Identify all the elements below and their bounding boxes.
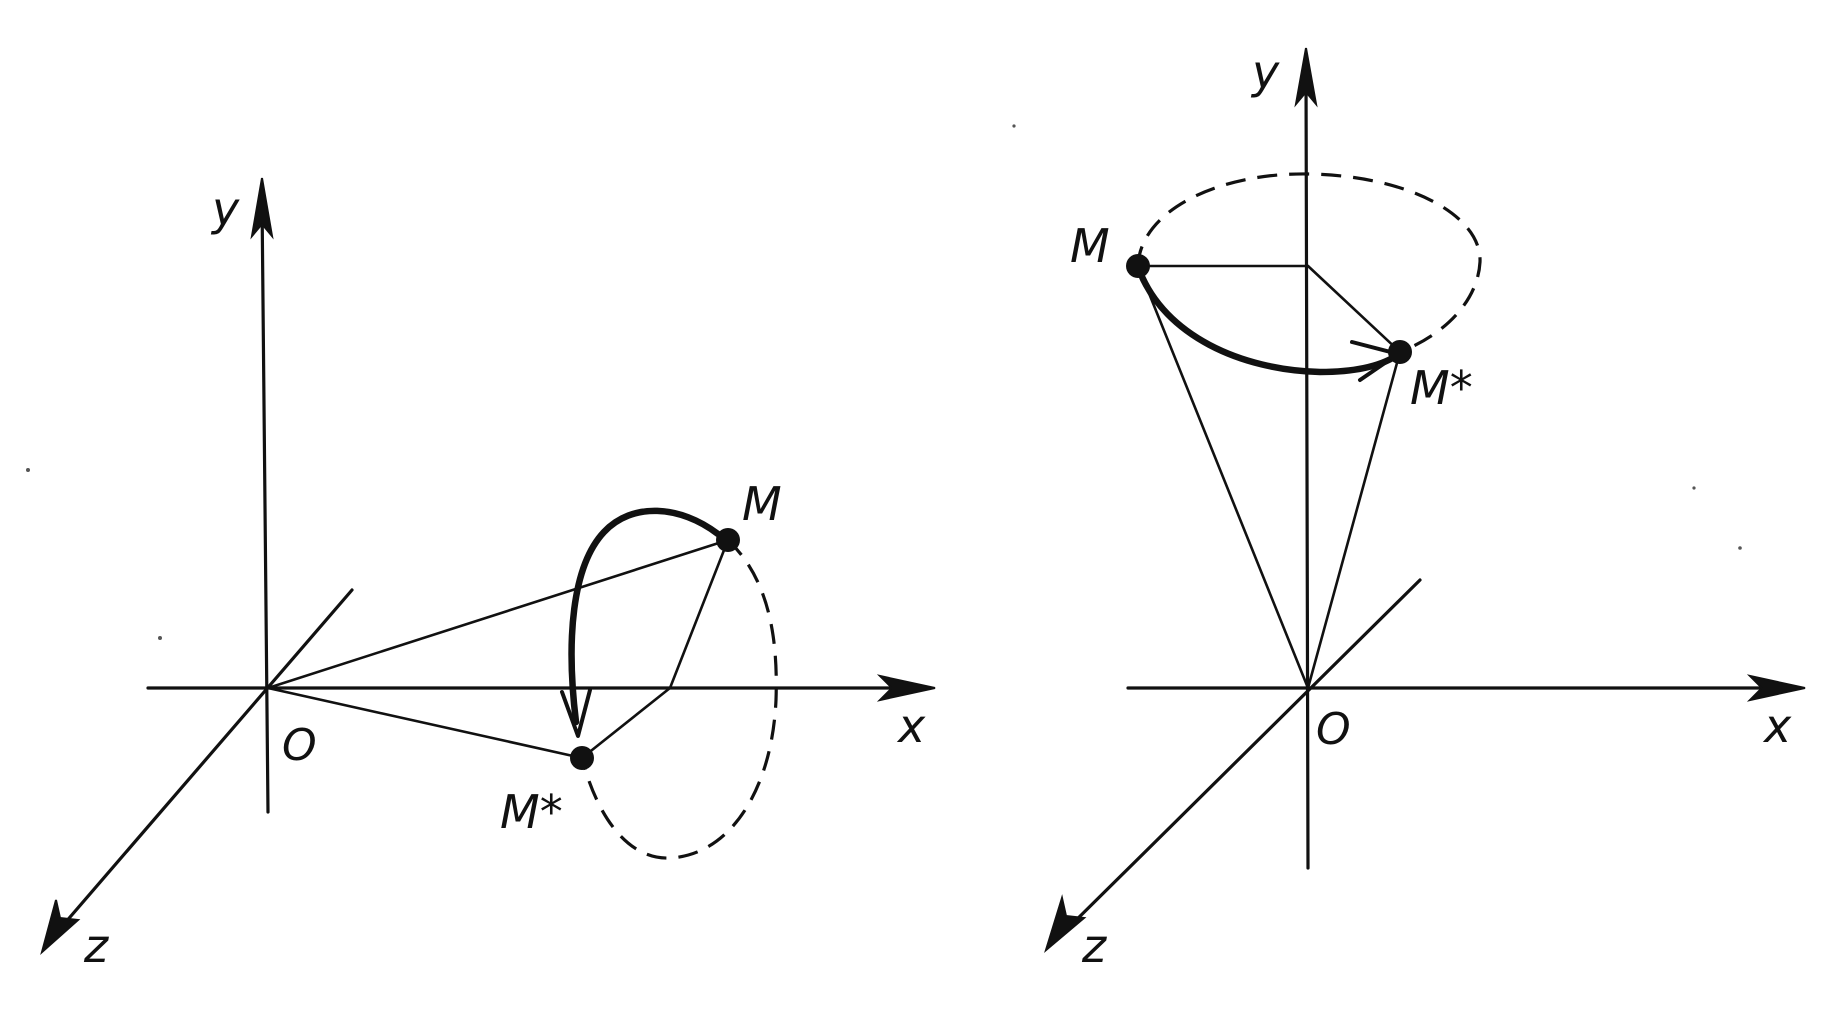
left-line-o-to-m	[266, 538, 730, 690]
left-z-arrowhead	[40, 899, 81, 955]
scan-speck	[1692, 486, 1696, 490]
left-x-arrowhead	[876, 674, 936, 702]
left-label-y: y	[210, 182, 240, 236]
left-radius-to-mstar	[580, 686, 672, 760]
right-z-arrowhead	[1044, 894, 1087, 953]
right-label-origin: O	[1316, 704, 1351, 755]
left-label-m: M	[742, 477, 782, 531]
right-line-o-to-mstar	[1306, 350, 1402, 690]
left-y-axis	[260, 198, 270, 814]
right-z-axis	[1056, 578, 1422, 940]
left-radius-to-m	[668, 538, 730, 690]
left-rotation-arrowhead	[560, 688, 592, 738]
right-point-mstar	[1388, 340, 1412, 364]
left-z-axis	[50, 588, 354, 940]
scan-speck	[158, 636, 162, 640]
right-point-m	[1126, 254, 1150, 278]
left-rotation-arc	[568, 507, 722, 726]
right-panel: y x z O M M*	[1044, 45, 1806, 973]
right-y-arrowhead	[1294, 47, 1318, 108]
right-rotation-circle	[1136, 172, 1482, 354]
left-line-o-to-mstar	[266, 686, 584, 760]
right-label-y: y	[1250, 45, 1280, 99]
scan-speck	[26, 468, 30, 472]
scan-speck	[1012, 124, 1016, 128]
right-line-o-to-m	[1136, 264, 1310, 690]
right-x-arrowhead	[1746, 674, 1806, 702]
right-label-mstar: M*	[1410, 361, 1473, 415]
left-y-arrowhead	[250, 177, 274, 240]
right-y-axis	[1304, 68, 1310, 870]
scan-speck	[1738, 546, 1742, 550]
right-label-z: z	[1081, 919, 1107, 973]
left-point-m	[716, 528, 740, 552]
right-rotation-arc	[1136, 268, 1400, 376]
right-radius-to-mstar	[1306, 264, 1402, 354]
right-label-x: x	[1762, 699, 1792, 753]
left-label-origin: O	[282, 720, 317, 771]
left-point-mstar	[570, 746, 594, 770]
left-rotation-circle	[580, 538, 778, 860]
left-label-z: z	[83, 919, 109, 973]
right-label-m: M	[1070, 219, 1110, 273]
left-label-mstar: M*	[500, 785, 563, 839]
left-panel: y x z O M M*	[40, 177, 936, 973]
left-label-x: x	[896, 699, 926, 753]
